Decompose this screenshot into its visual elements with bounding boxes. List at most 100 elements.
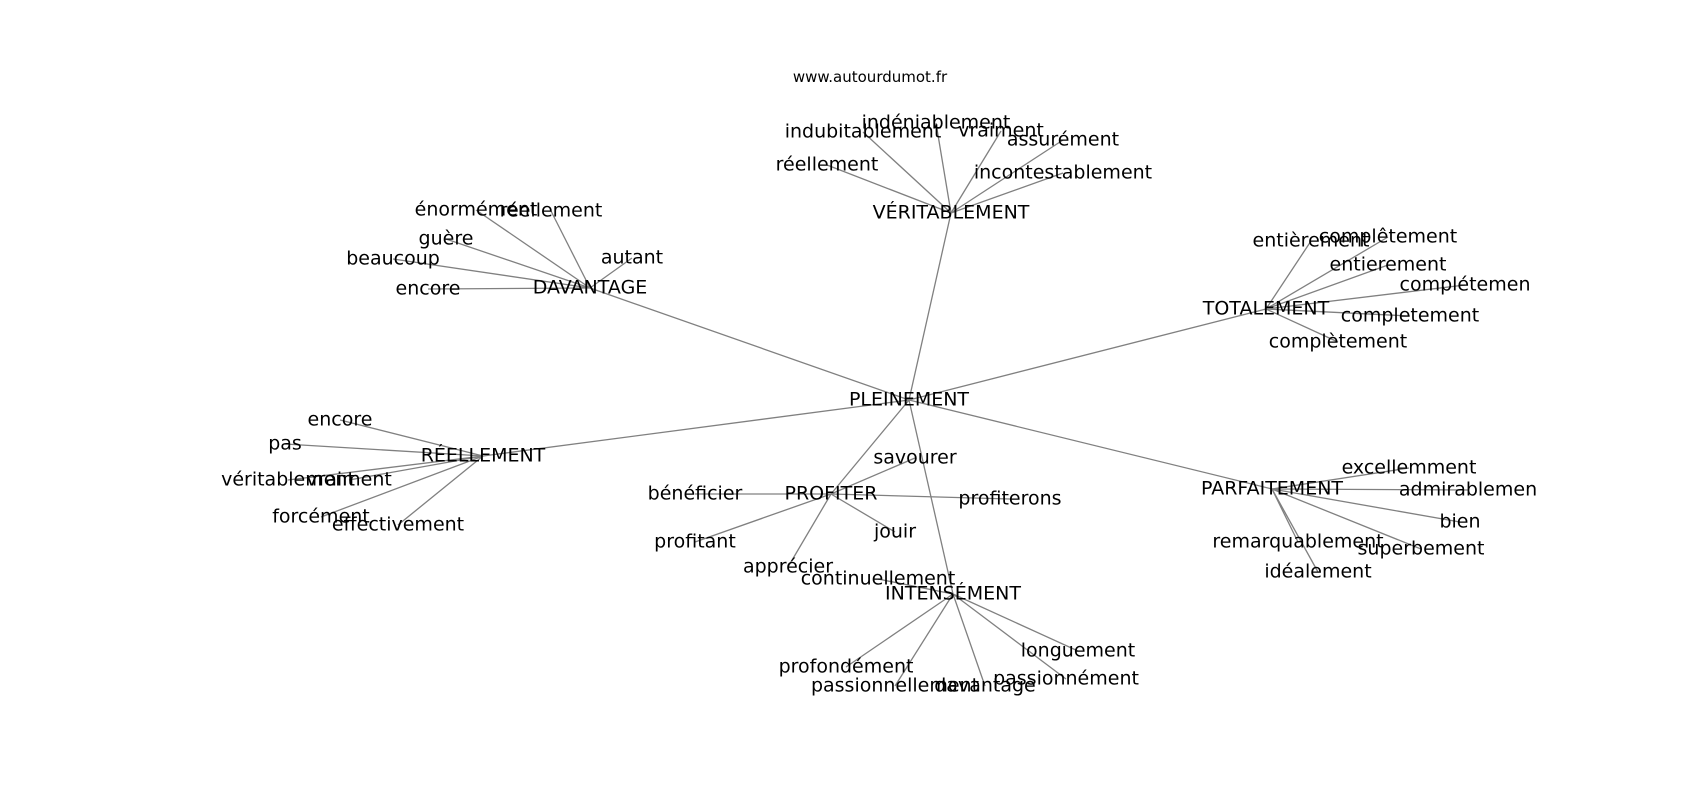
graph-edge: [397, 455, 484, 526]
leaf-node-label: guère: [419, 228, 474, 250]
leaf-node-label: véritablement: [221, 469, 355, 491]
graph-edge: [894, 593, 954, 687]
graph-edge: [1265, 264, 1389, 310]
hub-node-label: DAVANTAGE: [533, 277, 648, 299]
leaf-node-label: entierement: [1330, 254, 1447, 276]
hub-node-label: RÉELLEMENT: [421, 444, 546, 467]
graph-edge: [830, 493, 896, 533]
leaf-node-label: remarquablement: [1212, 531, 1383, 553]
graph-edge: [826, 164, 952, 214]
graph-edge: [950, 172, 1064, 214]
leaf-node-label: énormément: [415, 199, 538, 221]
leaf-node-label: incontestablement: [974, 162, 1152, 184]
leaf-node-label: forcément: [272, 506, 370, 528]
graph-edge: [830, 457, 916, 495]
leaf-node-label: profondément: [779, 656, 914, 678]
leaf-node-label: davantage: [934, 675, 1035, 697]
leaf-node-label: savourer: [873, 447, 957, 469]
graph-edge: [1265, 240, 1312, 310]
graph-edge: [908, 212, 952, 401]
hub-node-label: INTENSÉMENT: [885, 582, 1021, 605]
leaf-node-label: bien: [1439, 511, 1480, 533]
leaf-node-label: idéalement: [1264, 561, 1371, 583]
graph-edge: [392, 258, 591, 289]
leaf-node-label: bénéficier: [648, 483, 743, 505]
leaf-node-label: réellement: [500, 200, 603, 222]
graph-edge: [287, 455, 484, 481]
graph-edge: [1271, 488, 1461, 523]
graph-edge: [1265, 308, 1339, 343]
leaf-node-label: completement: [1341, 305, 1479, 327]
graph-edge: [694, 493, 832, 543]
leaf-node-label: entièrement: [1253, 230, 1370, 252]
graph-edge: [845, 593, 954, 668]
leaf-node-label: admirablemen: [1399, 479, 1537, 501]
leaf-node-label: complétemen: [1400, 274, 1531, 296]
graph-edge: [908, 399, 1273, 490]
leaf-node-label: superbement: [1358, 538, 1485, 560]
leaf-node-label: pas: [268, 433, 302, 455]
graph-edge: [1271, 488, 1469, 491]
graph-edge: [284, 443, 484, 457]
site-credit: www.autourdumot.fr: [793, 68, 948, 86]
leaf-node-label: passionnément: [993, 668, 1139, 690]
graph-edge: [952, 593, 1067, 680]
graph-edge: [427, 287, 591, 290]
graph-labels: www.autourdumot.fr PLEINEMENT VÉRITABLEME…: [221, 68, 1537, 697]
leaf-node-label: jouir: [873, 521, 916, 543]
leaf-node-label: encore: [308, 409, 373, 431]
graph-edge: [475, 209, 591, 289]
graph-edge: [1271, 467, 1410, 490]
graph-edge: [830, 399, 910, 495]
graph-edge: [445, 238, 591, 289]
leaf-node-label: complètement: [1269, 331, 1407, 353]
leaf-node-label: longuement: [1021, 640, 1135, 662]
leaf-node-label: apprécier: [743, 556, 833, 578]
graph-edge: [950, 130, 1002, 214]
graph-edge: [589, 287, 910, 401]
leaf-node-label: passionnellement: [811, 675, 979, 697]
graph-edge: [589, 257, 633, 289]
leaf-node-label: complêtement: [1319, 226, 1457, 248]
leaf-node-label: autant: [601, 247, 663, 269]
graph-edge: [1265, 236, 1389, 310]
leaf-node-label: vraiment: [306, 469, 392, 491]
hub-node-label: PARFAITEMENT: [1201, 478, 1343, 500]
graph-edge: [1271, 488, 1422, 550]
graph-edge: [482, 399, 910, 457]
leaf-node-label: assurément: [1007, 129, 1119, 151]
hub-node-label: VÉRITABLEMENT: [873, 201, 1030, 224]
graph-edge: [862, 131, 952, 214]
leaf-node-label: profitant: [654, 531, 736, 553]
leaf-node-label: profiterons: [958, 488, 1061, 510]
graph-edge: [952, 593, 1079, 652]
graph-edge: [348, 455, 484, 481]
graph-edge: [1271, 488, 1319, 573]
graph-edge: [908, 399, 954, 595]
leaf-node-label: excellemment: [1342, 457, 1477, 479]
center-node-label: PLEINEMENT: [849, 389, 969, 411]
hub-node-label: PROFITER: [785, 483, 878, 505]
graph-edge: [1265, 284, 1466, 310]
graph-edge: [320, 455, 484, 518]
leaf-node-label: indéniablement: [862, 112, 1011, 134]
graph-edge: [952, 593, 986, 687]
graph-edge: [1265, 308, 1411, 317]
leaf-node-label: vraiment: [958, 120, 1044, 142]
graph-edge: [950, 139, 1064, 214]
leaf-node-label: beaucoup: [346, 248, 440, 270]
leaf-node-label: indubitablement: [785, 121, 942, 143]
graph-edge: [908, 308, 1267, 401]
leaf-node-label: encore: [396, 278, 461, 300]
graph-edge: [550, 210, 591, 289]
graph-edge: [877, 578, 954, 595]
graph-edge: [339, 419, 484, 457]
leaf-node-label: continuellement: [801, 568, 956, 590]
graph-edges: [284, 122, 1469, 687]
graph-edge: [830, 493, 1011, 500]
hub-node-label: TOTALEMENT: [1202, 298, 1330, 320]
leaf-node-label: réellement: [776, 154, 879, 176]
graph-edge: [787, 493, 832, 568]
graph-edge: [935, 122, 952, 214]
